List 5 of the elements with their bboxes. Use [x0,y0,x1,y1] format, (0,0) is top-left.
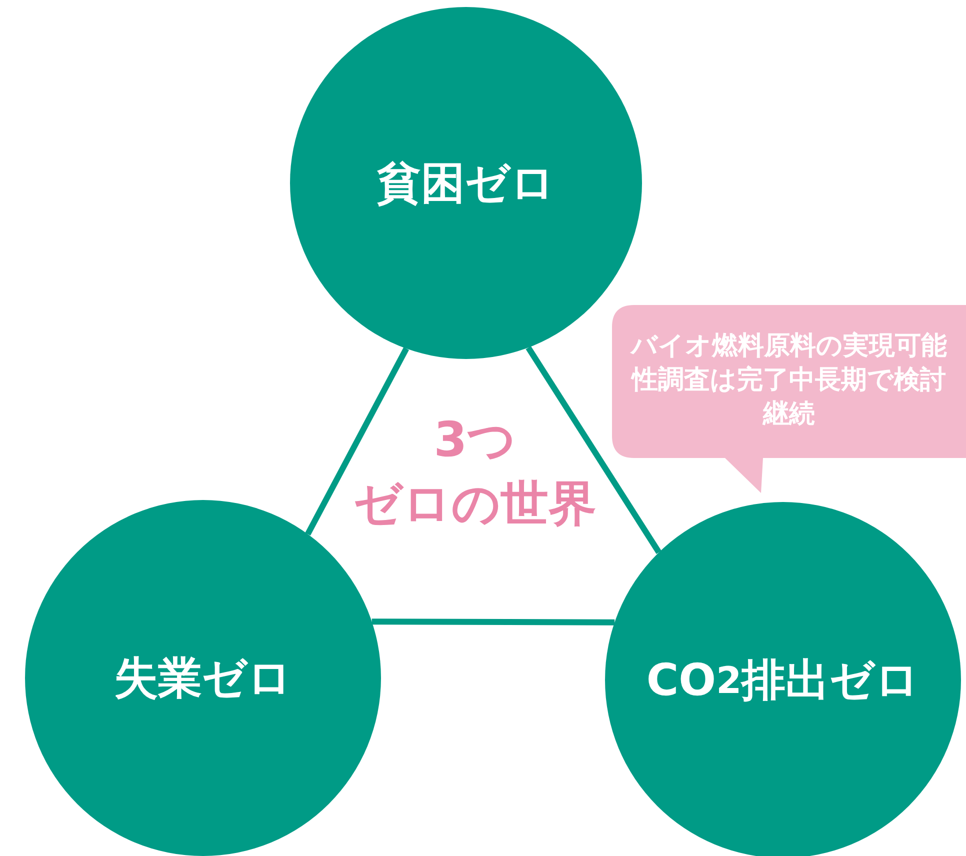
center-title: 3つ [432,411,518,470]
connector-line [526,346,662,554]
connector-line [305,347,409,536]
connector-line [372,618,615,626]
speech-bubble: バイオ燃料原料の実現可能性調査は完了中長期で検討継続 [612,305,966,495]
